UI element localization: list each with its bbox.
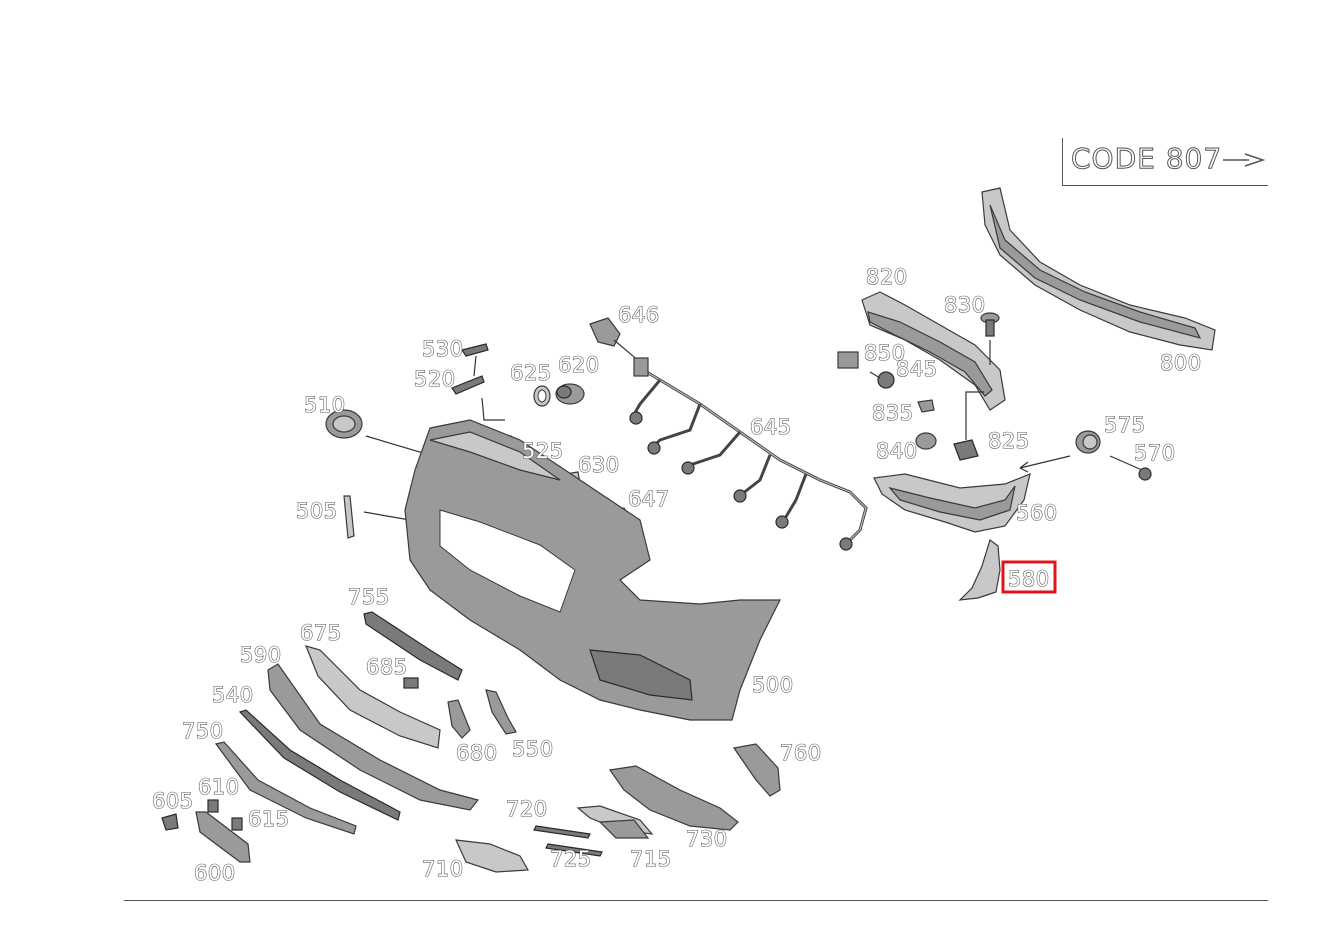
part-600-shape[interactable] (195, 811, 251, 863)
part-730-shape[interactable] (608, 765, 739, 831)
callout-505[interactable]: 505 (295, 498, 338, 523)
part-510-shape[interactable] (325, 409, 363, 439)
part-500-shape[interactable] (404, 419, 781, 721)
callout-580-highlight (1001, 560, 1057, 594)
code-807-box: CODE 807 (1062, 138, 1268, 186)
callout-590[interactable]: 590 (239, 642, 282, 667)
part-800-shape[interactable] (981, 187, 1216, 351)
callout-530[interactable]: 530 (421, 336, 464, 361)
part-625-shape[interactable] (533, 385, 551, 407)
callout-760[interactable]: 760 (779, 740, 822, 765)
part-850-shape[interactable] (837, 351, 859, 369)
callout-680[interactable]: 680 (455, 740, 498, 765)
callout-520[interactable]: 520 (413, 366, 456, 391)
part-540-shape[interactable] (238, 709, 401, 821)
part-755-shape[interactable] (363, 611, 463, 681)
callout-615[interactable]: 615 (247, 806, 290, 831)
callout-845[interactable]: 845 (895, 356, 938, 381)
part-820-shape[interactable] (861, 291, 1006, 411)
callout-646[interactable]: 646 (617, 302, 660, 327)
part-590-shape[interactable] (267, 663, 480, 811)
part-680-shape[interactable] (447, 699, 471, 739)
callout-675[interactable]: 675 (299, 620, 342, 645)
part-715-shape[interactable] (598, 819, 650, 839)
callout-525[interactable]: 525 (521, 438, 564, 463)
callout-725[interactable]: 725 (549, 846, 592, 871)
callout-630[interactable]: 630 (577, 452, 620, 477)
part-550-shape[interactable] (485, 689, 517, 735)
part-520-shape[interactable] (451, 375, 485, 395)
part-645-shape[interactable] (629, 357, 868, 551)
callout-755[interactable]: 755 (347, 584, 390, 609)
part-530-shape[interactable] (461, 343, 489, 357)
callout-820[interactable]: 820 (865, 264, 908, 289)
callout-730[interactable]: 730 (685, 826, 728, 851)
callout-715[interactable]: 715 (629, 846, 672, 871)
callout-550[interactable]: 550 (511, 736, 554, 761)
callout-605[interactable]: 605 (151, 788, 194, 813)
part-725-shape[interactable] (533, 825, 603, 857)
part-675-shape[interactable] (304, 645, 441, 749)
callout-600[interactable]: 600 (193, 860, 236, 885)
callout-610[interactable]: 610 (197, 774, 240, 799)
callout-850[interactable]: 850 (863, 340, 906, 365)
callout-720[interactable]: 720 (505, 796, 548, 821)
part-760-shape[interactable] (732, 743, 781, 797)
callout-575[interactable]: 575 (1103, 412, 1146, 437)
callout-625[interactable]: 625 (509, 360, 552, 385)
callout-825[interactable]: 825 (987, 428, 1030, 453)
callout-540[interactable]: 540 (211, 682, 254, 707)
part-620-shape[interactable] (555, 383, 585, 405)
part-646-shape[interactable] (589, 317, 621, 347)
callout-560[interactable]: 560 (1015, 500, 1058, 525)
part-580-shape[interactable] (958, 539, 1001, 601)
part-615-shape[interactable] (231, 817, 243, 831)
callout-750[interactable]: 750 (181, 718, 224, 743)
callout-830[interactable]: 830 (943, 292, 986, 317)
part-610-shape[interactable] (207, 799, 219, 813)
bottom-rule (124, 900, 1268, 901)
part-575-shape[interactable] (1075, 430, 1101, 454)
callout-500[interactable]: 500 (751, 672, 794, 697)
code-807-label: CODE 807 (1070, 142, 1223, 176)
callout-620[interactable]: 620 (557, 352, 600, 377)
part-835-shape[interactable] (917, 399, 935, 413)
callout-835[interactable]: 835 (871, 400, 914, 425)
part-840-shape[interactable] (915, 432, 937, 450)
callout-580[interactable]: 580 (1007, 566, 1050, 591)
part-825-shape[interactable] (953, 439, 979, 461)
callout-800[interactable]: 800 (1159, 350, 1202, 375)
part-570-shape[interactable] (1109, 455, 1152, 481)
callout-570[interactable]: 570 (1133, 440, 1176, 465)
callout-840[interactable]: 840 (875, 438, 918, 463)
callout-685[interactable]: 685 (365, 654, 408, 679)
callout-710[interactable]: 710 (421, 856, 464, 881)
part-830-shape[interactable] (980, 312, 1000, 337)
part-685-shape[interactable] (403, 677, 419, 689)
callout-647[interactable]: 647 (627, 486, 670, 511)
callout-645[interactable]: 645 (749, 414, 792, 439)
part-605-shape[interactable] (161, 813, 179, 831)
callout-510[interactable]: 510 (303, 392, 346, 417)
part-560-shape[interactable] (873, 473, 1031, 533)
part-845-shape[interactable] (869, 371, 895, 389)
arrow-right-icon (1223, 153, 1266, 167)
part-710-shape[interactable] (455, 839, 529, 873)
part-505-shape[interactable] (343, 495, 355, 539)
part-750-shape[interactable] (214, 741, 357, 835)
